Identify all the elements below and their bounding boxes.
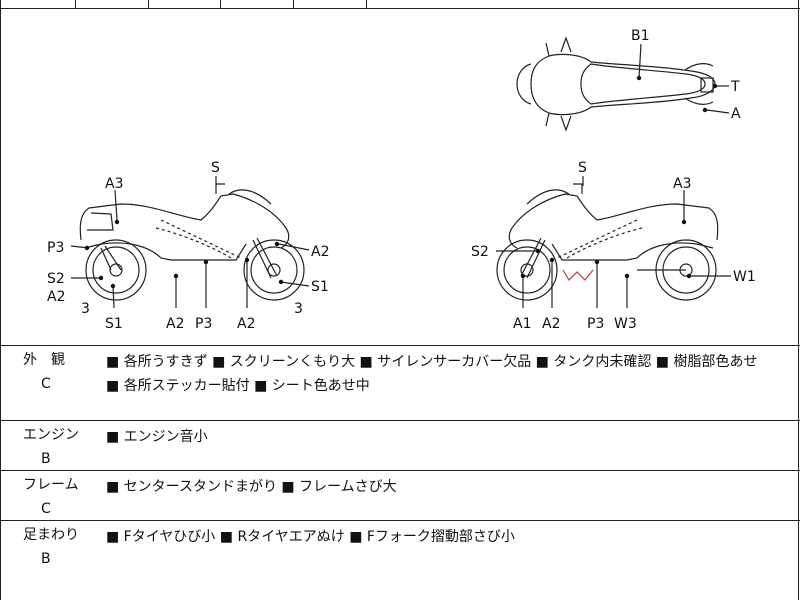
diagram-label: A3 — [673, 176, 691, 192]
section-items: ■ Fタイヤひび小 ■ Rタイヤエアぬけ ■ Fフォーク摺動部さび小 — [106, 525, 796, 549]
scooter-top-view — [516, 36, 716, 132]
scooter-diagram-svg: B1 T A S A3 P3 S2 A2 A2 3 S1 A2 P3 A2 3 … — [47, 28, 756, 332]
section-suspension: 足まわり B ■ Fタイヤひび小 ■ Rタイヤエアぬけ ■ Fフォーク摺動部さび… — [1, 521, 800, 600]
section-heading: フレーム — [23, 477, 79, 493]
diagram-label: A2 — [311, 244, 329, 260]
diagram-label: S — [211, 160, 220, 176]
finding-line: ■ 各所うすきず ■ スクリーンくもり大 ■ サイレンサーカバー欠品 ■ タンク… — [106, 354, 758, 370]
damage-diagram: B1 T A S A3 P3 S2 A2 A2 3 S1 A2 P3 A2 3 … — [1, 8, 800, 346]
diagram-label: A2 — [166, 316, 184, 332]
section-heading: エンジン — [23, 427, 79, 443]
section-engine: エンジン B ■ エンジン音小 — [1, 421, 800, 471]
diagram-label: A2 — [237, 316, 255, 332]
diagram-label: S1 — [311, 279, 329, 295]
diagram-label: 3 — [294, 301, 303, 317]
section-exterior: 外 観 C ■ 各所うすきず ■ スクリーンくもり大 ■ サイレンサーカバー欠品… — [1, 346, 800, 421]
section-grade: C — [41, 376, 51, 392]
diagram-label: A2 — [47, 289, 65, 305]
diagram-label: P3 — [587, 316, 604, 332]
section-heading: 足まわり — [23, 527, 79, 543]
header-cell — [220, 0, 294, 8]
diagram-label: 3 — [81, 301, 90, 317]
section-grade: B — [41, 551, 51, 567]
diagram-label: A1 — [513, 316, 531, 332]
section-items: ■ エンジン音小 — [106, 425, 796, 449]
diagram-label: A3 — [105, 176, 123, 192]
top-header-strip — [1, 0, 800, 9]
diagram-label: T — [730, 79, 740, 95]
finding-line: ■ エンジン音小 — [106, 429, 208, 445]
section-grade: C — [41, 501, 51, 517]
diagram-label: S2 — [471, 244, 489, 260]
diagram-label: S2 — [47, 271, 65, 287]
section-heading: 外 観 — [23, 352, 65, 368]
header-cell — [148, 0, 221, 8]
diagram-label: P3 — [47, 240, 64, 256]
scooter-left-view — [79, 183, 305, 301]
diagram-label: S — [578, 160, 587, 176]
diagram-label: B1 — [631, 28, 650, 44]
diagram-label: S1 — [105, 316, 123, 332]
section-frame: フレーム C ■ センタースタンドまがり ■ フレームさび大 — [1, 471, 800, 521]
diagram-label: A — [731, 106, 741, 122]
header-cell — [75, 0, 149, 8]
scooter-right-view — [496, 183, 719, 301]
finding-line: ■ 各所ステッカー貼付 ■ シート色あせ中 — [106, 378, 370, 394]
diagram-label: W3 — [614, 316, 637, 332]
section-grade: B — [41, 451, 51, 467]
section-items: ■ センタースタンドまがり ■ フレームさび大 — [106, 475, 796, 499]
section-items: ■ 各所うすきず ■ スクリーンくもり大 ■ サイレンサーカバー欠品 ■ タンク… — [106, 350, 796, 398]
diagram-label: W1 — [733, 269, 756, 285]
header-cell — [293, 0, 367, 8]
diagram-label: P3 — [195, 316, 212, 332]
finding-line: ■ センタースタンドまがり ■ フレームさび大 — [106, 479, 397, 495]
header-cell — [1, 0, 76, 8]
diagram-label: A2 — [542, 316, 560, 332]
finding-line: ■ Fタイヤひび小 ■ Rタイヤエアぬけ ■ Fフォーク摺動部さび小 — [106, 529, 515, 545]
